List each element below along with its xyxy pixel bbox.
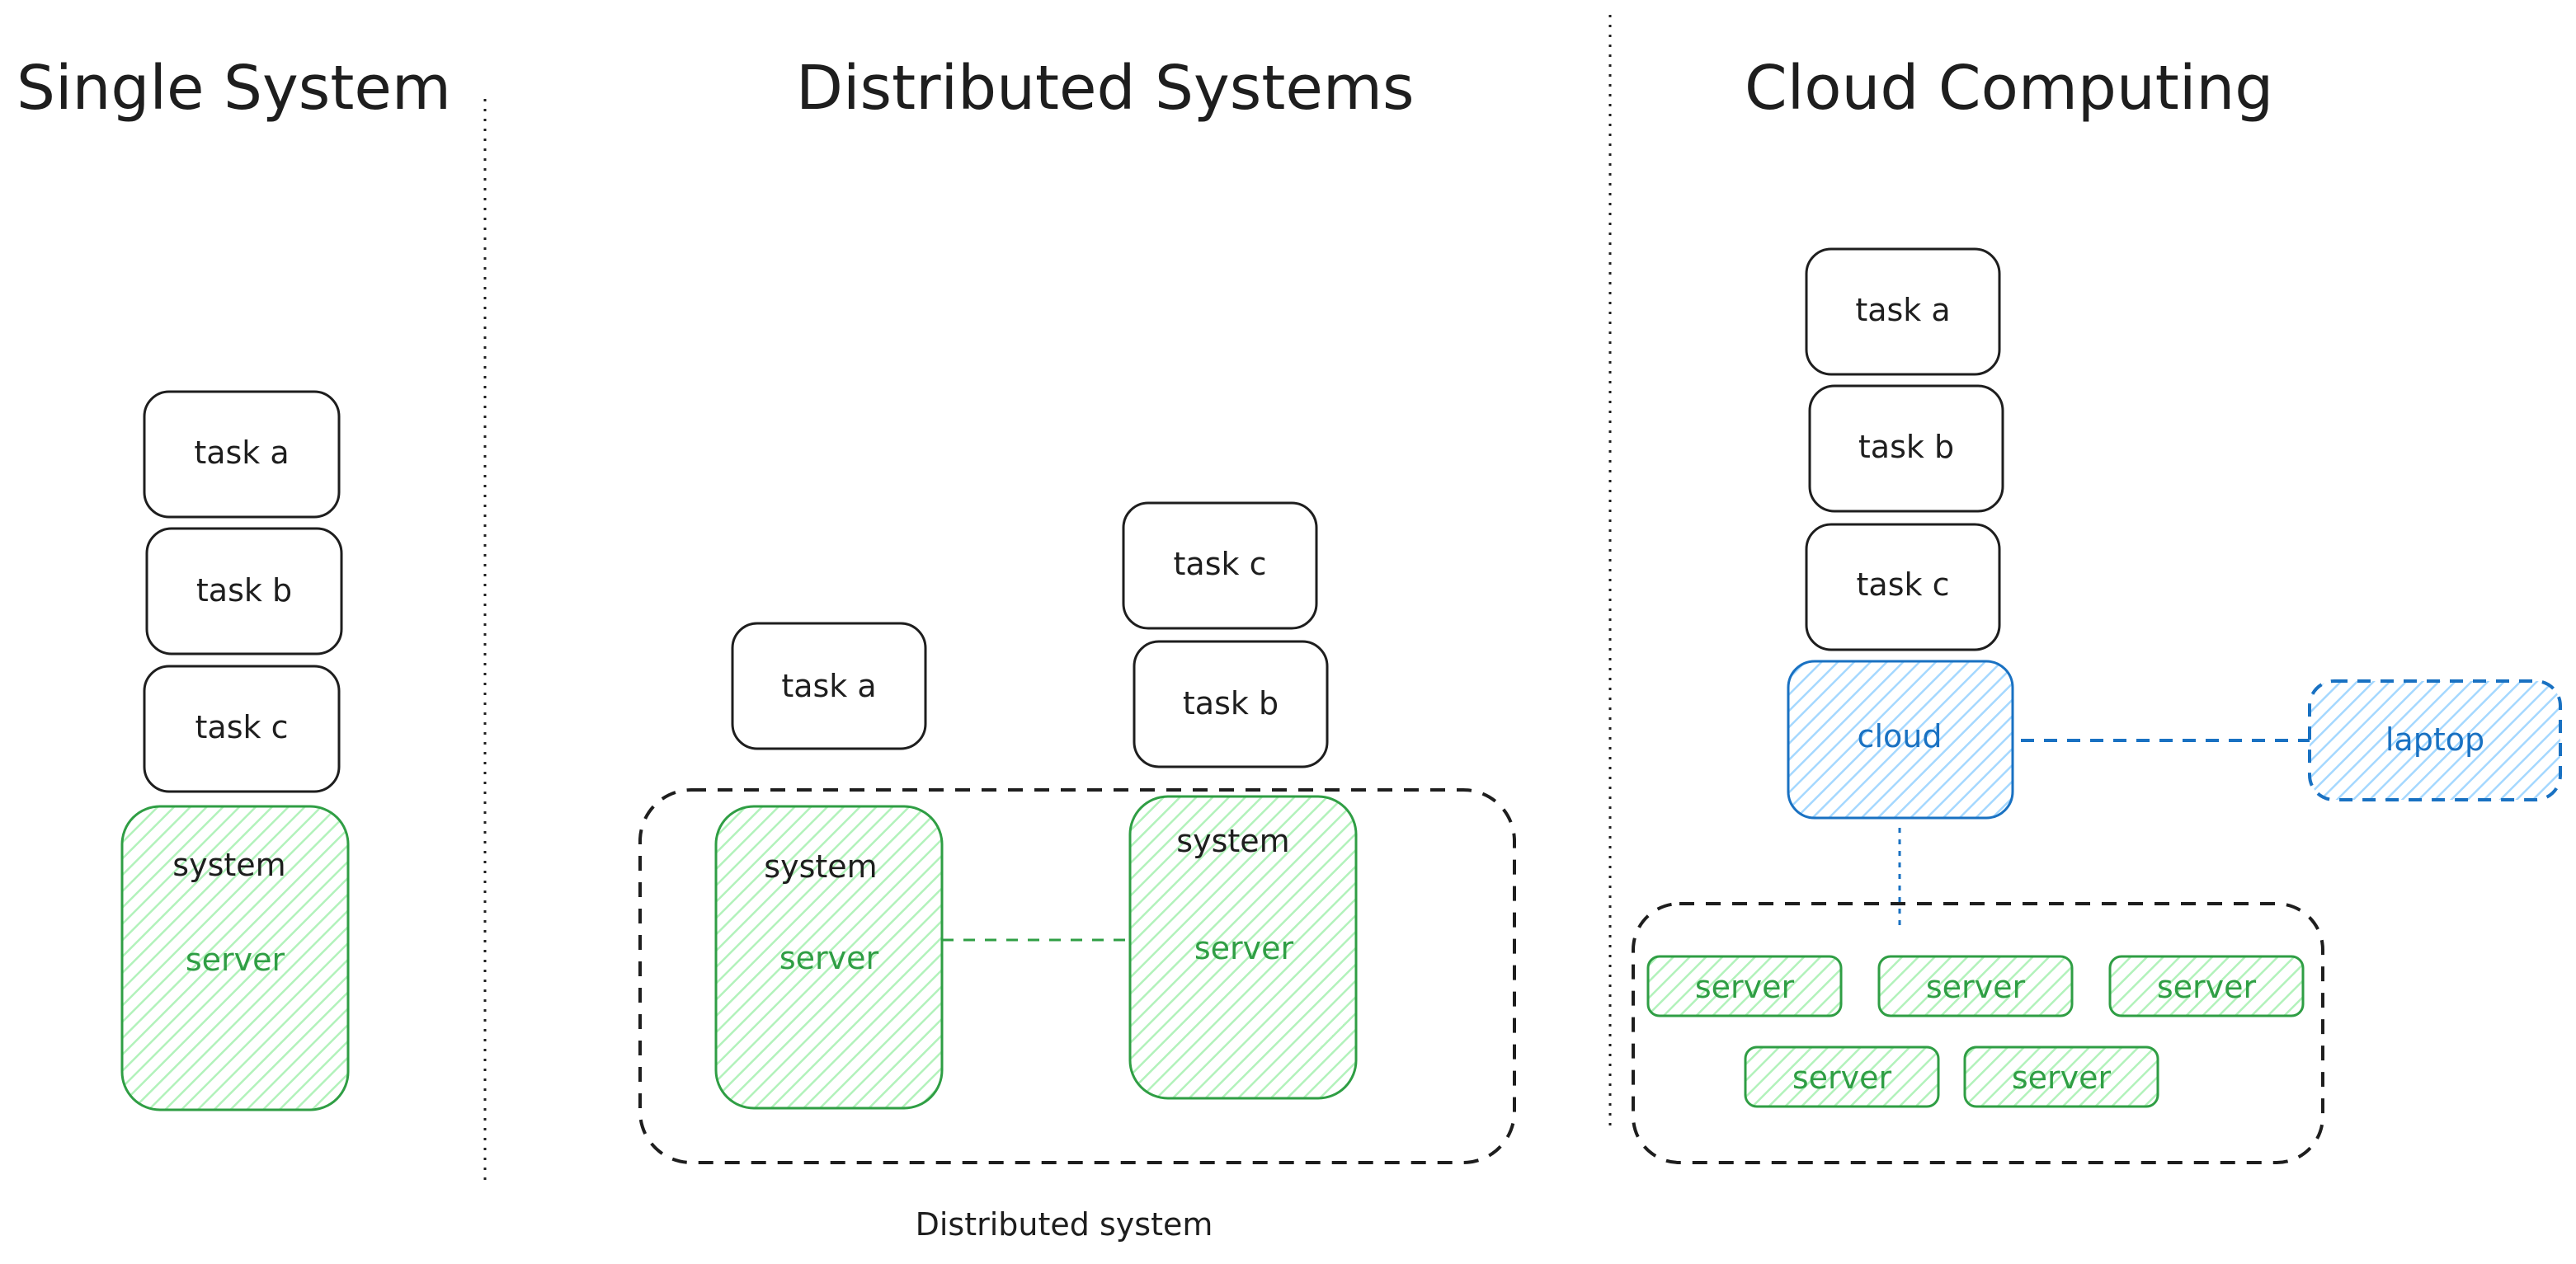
cloud-task-b-label: task b [1858, 429, 1954, 465]
single-task-c-box[interactable] [143, 665, 341, 793]
dist-node2-server-label: server [1194, 930, 1294, 966]
server-pool-group[interactable] [1632, 902, 2324, 1164]
cloud-task-a-label: task a [1855, 292, 1950, 328]
single-task-a-box[interactable] [143, 390, 341, 519]
cloud-server-5-label: server [2012, 1060, 2112, 1096]
cloud-box[interactable] [1787, 660, 2014, 820]
cloud-server-3-box[interactable] [2108, 955, 2305, 1017]
dist-task-a-label: task a [781, 668, 876, 704]
dist-task-b-box[interactable] [1133, 640, 1329, 768]
single-system-label: system [172, 847, 285, 883]
cloud-label: cloud [1858, 718, 1943, 754]
distributed-system-group[interactable] [638, 788, 1516, 1164]
dist-node2-system-label: system [1176, 823, 1289, 859]
cloud-server-4-box[interactable] [1744, 1046, 1940, 1108]
dist-task-b-label: task b [1183, 685, 1279, 721]
cloud-server-1-label: server [1695, 969, 1795, 1005]
section-cloud-computing: Cloud Computing task a task b task c clo… [1632, 53, 2562, 1164]
cloud-server-2-box[interactable] [1877, 955, 2074, 1017]
single-task-b-box[interactable] [145, 527, 343, 655]
distributed-system-caption: Distributed system [916, 1206, 1213, 1243]
cloud-task-a-box[interactable] [1805, 247, 2001, 376]
single-system-title: Single System [16, 53, 451, 124]
dist-task-a-box[interactable] [731, 622, 927, 750]
cloud-server-5-box[interactable] [1963, 1046, 2159, 1108]
cloud-task-c-box[interactable] [1805, 523, 2001, 651]
section-distributed-systems: Distributed Systems task a task c task b… [638, 53, 1516, 1243]
cloud-computing-title: Cloud Computing [1745, 53, 2273, 124]
single-task-b-label: task b [196, 572, 292, 609]
cloud-task-b-box[interactable] [1808, 384, 2004, 513]
single-server-label: server [186, 942, 285, 978]
cloud-server-3-label: server [2157, 969, 2257, 1005]
cloud-server-4-label: server [1792, 1060, 1892, 1096]
dist-node1-box[interactable] [714, 805, 944, 1110]
laptop-label: laptop [2385, 721, 2484, 758]
cloud-server-1-box[interactable] [1646, 955, 1843, 1017]
cloud-task-c-label: task c [1857, 566, 1950, 603]
dist-task-c-box[interactable] [1122, 501, 1318, 630]
section-single-system: Single System task a task b task c syste… [16, 53, 451, 1111]
distributed-systems-title: Distributed Systems [796, 53, 1415, 124]
dist-task-c-label: task c [1174, 546, 1267, 582]
single-task-c-label: task c [195, 709, 289, 745]
dist-node1-system-label: system [764, 848, 877, 885]
dist-node1-server-label: server [779, 940, 879, 976]
single-server-box[interactable] [120, 805, 350, 1111]
dist-node2-box[interactable] [1128, 795, 1358, 1100]
single-task-a-label: task a [194, 435, 289, 471]
cloud-server-2-label: server [1926, 969, 2026, 1005]
laptop-box[interactable] [2308, 679, 2562, 801]
